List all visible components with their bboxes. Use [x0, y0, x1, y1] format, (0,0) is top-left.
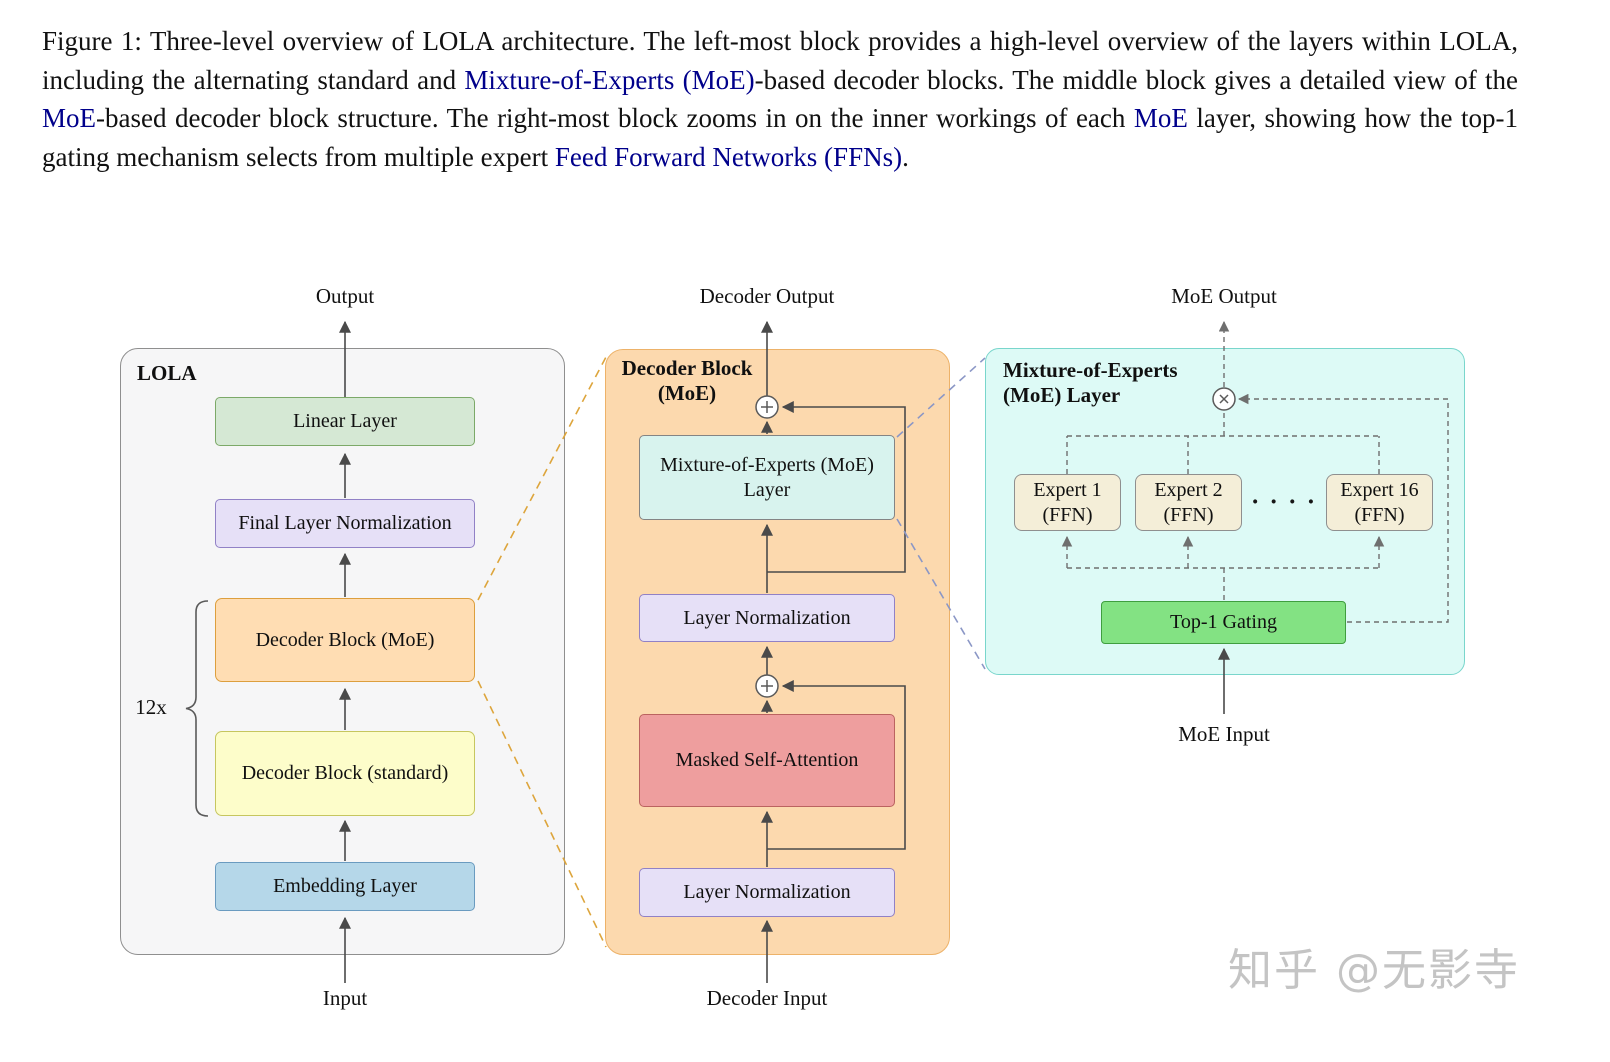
output-label: Output — [315, 284, 375, 308]
caption-link-moe-1[interactable]: MoE — [42, 103, 96, 133]
caption-segment: -based decoder blocks. The middle block … — [754, 64, 1519, 95]
decoder-input-label: Decoder Input — [706, 986, 828, 1010]
figure-caption: Figure 1: Three-level overview of LOLA a… — [42, 22, 1518, 176]
expert-1-box: Expert 1 (FFN) — [1014, 474, 1121, 531]
caption-segment: . — [902, 141, 909, 172]
decoder-output-label: Decoder Output — [699, 284, 835, 308]
caption-link-moe-2[interactable]: MoE — [1133, 103, 1188, 133]
caption-segment: Figure 1: Three-level overview of LOLA a… — [42, 26, 1518, 95]
experts-ellipsis: · · · · — [1250, 489, 1318, 516]
moe-input-label: MoE Input — [1178, 722, 1270, 746]
layer-norm-lower-box: Layer Normalization — [639, 868, 895, 917]
final-layer-norm-box: Final Layer Normalization — [215, 499, 475, 548]
decoder-block-standard-box: Decoder Block (standard) — [215, 731, 475, 816]
decoder-block-moe-box: Decoder Block (MoE) — [215, 598, 475, 682]
moe-layer-box: Mixture-of-Experts (MoE) Layer — [639, 435, 895, 520]
watermark: 知乎 @无影寺 — [1228, 945, 1520, 996]
embedding-layer-box: Embedding Layer — [215, 862, 475, 911]
lola-panel-title: LOLA — [137, 361, 197, 385]
input-label: Input — [322, 986, 368, 1010]
moe-output-label: MoE Output — [1171, 284, 1277, 308]
masked-self-attention-box: Masked Self-Attention — [639, 714, 895, 807]
layer-norm-upper-box: Layer Normalization — [639, 594, 895, 642]
linear-layer-box: Linear Layer — [215, 397, 475, 446]
expert-16-box: Expert 16 (FFN) — [1326, 474, 1433, 531]
caption-link-moe-full[interactable]: Mixture-of-Experts (MoE) — [464, 64, 755, 95]
expert-2-box: Expert 2 (FFN) — [1135, 474, 1242, 531]
repeat-12x-label: 12x — [135, 695, 167, 719]
caption-link-ffn[interactable]: Feed Forward Networks (FFNs) — [554, 141, 903, 172]
moe-layer-panel-title: Mixture-of-Experts (MoE) Layer — [1003, 358, 1178, 407]
caption-segment: layer, showing how the top-1 gating mech… — [42, 103, 1518, 172]
top1-gating-box: Top-1 Gating — [1101, 601, 1346, 644]
decoder-block-panel-title: Decoder Block (MoE) — [621, 356, 753, 405]
caption-segment: -based decoder block structure. The righ… — [96, 103, 1134, 133]
